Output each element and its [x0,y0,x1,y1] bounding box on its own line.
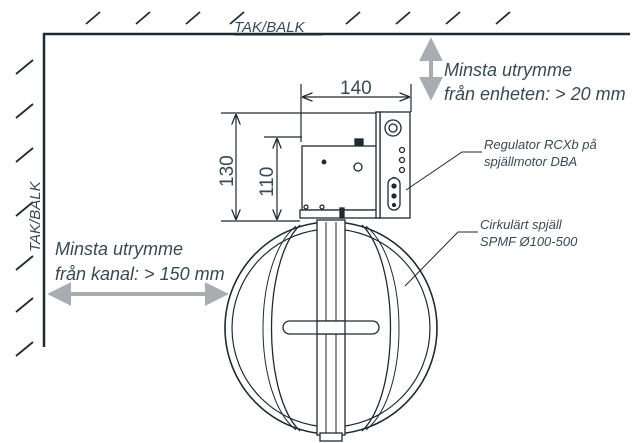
circular-damper [224,219,438,442]
ceiling-label: TAK/BALK [234,19,306,36]
wall-label: TAK/BALK [27,180,44,252]
ceiling-wall-edge [42,32,630,347]
dimension-height-inner-value: 110 [257,167,278,197]
dimension-height-outer [221,112,378,222]
damper-leader [404,231,478,287]
side-clearance-note-line2: från kanal: > 150 mm [55,264,225,284]
regulator-unit [375,111,411,219]
side-clearance-note-line1: Minsta utrymme [55,239,183,259]
wall-hatching [15,59,34,357]
damper-actuator [299,138,381,219]
regulator-leader [405,151,482,191]
damper-note-line1: Cirkulärt spjäll [480,217,563,232]
top-clearance-note-line1: Minsta utrymme [444,60,572,80]
dimension-height-inner [264,136,302,219]
ceiling-wall-structure [15,11,630,357]
ceiling-hatching [85,11,511,25]
dimension-height-outer-value: 130 [217,155,238,187]
regulator-note-line1: Regulator RCXb på [484,137,597,152]
dimension-width-value: 140 [340,78,372,99]
top-clearance-note-line2: från enheten: > 20 mm [444,84,626,104]
regulator-note-line2: spjällmotor DBA [484,154,577,169]
damper-note-line2: SPMF Ø100-500 [480,234,578,249]
